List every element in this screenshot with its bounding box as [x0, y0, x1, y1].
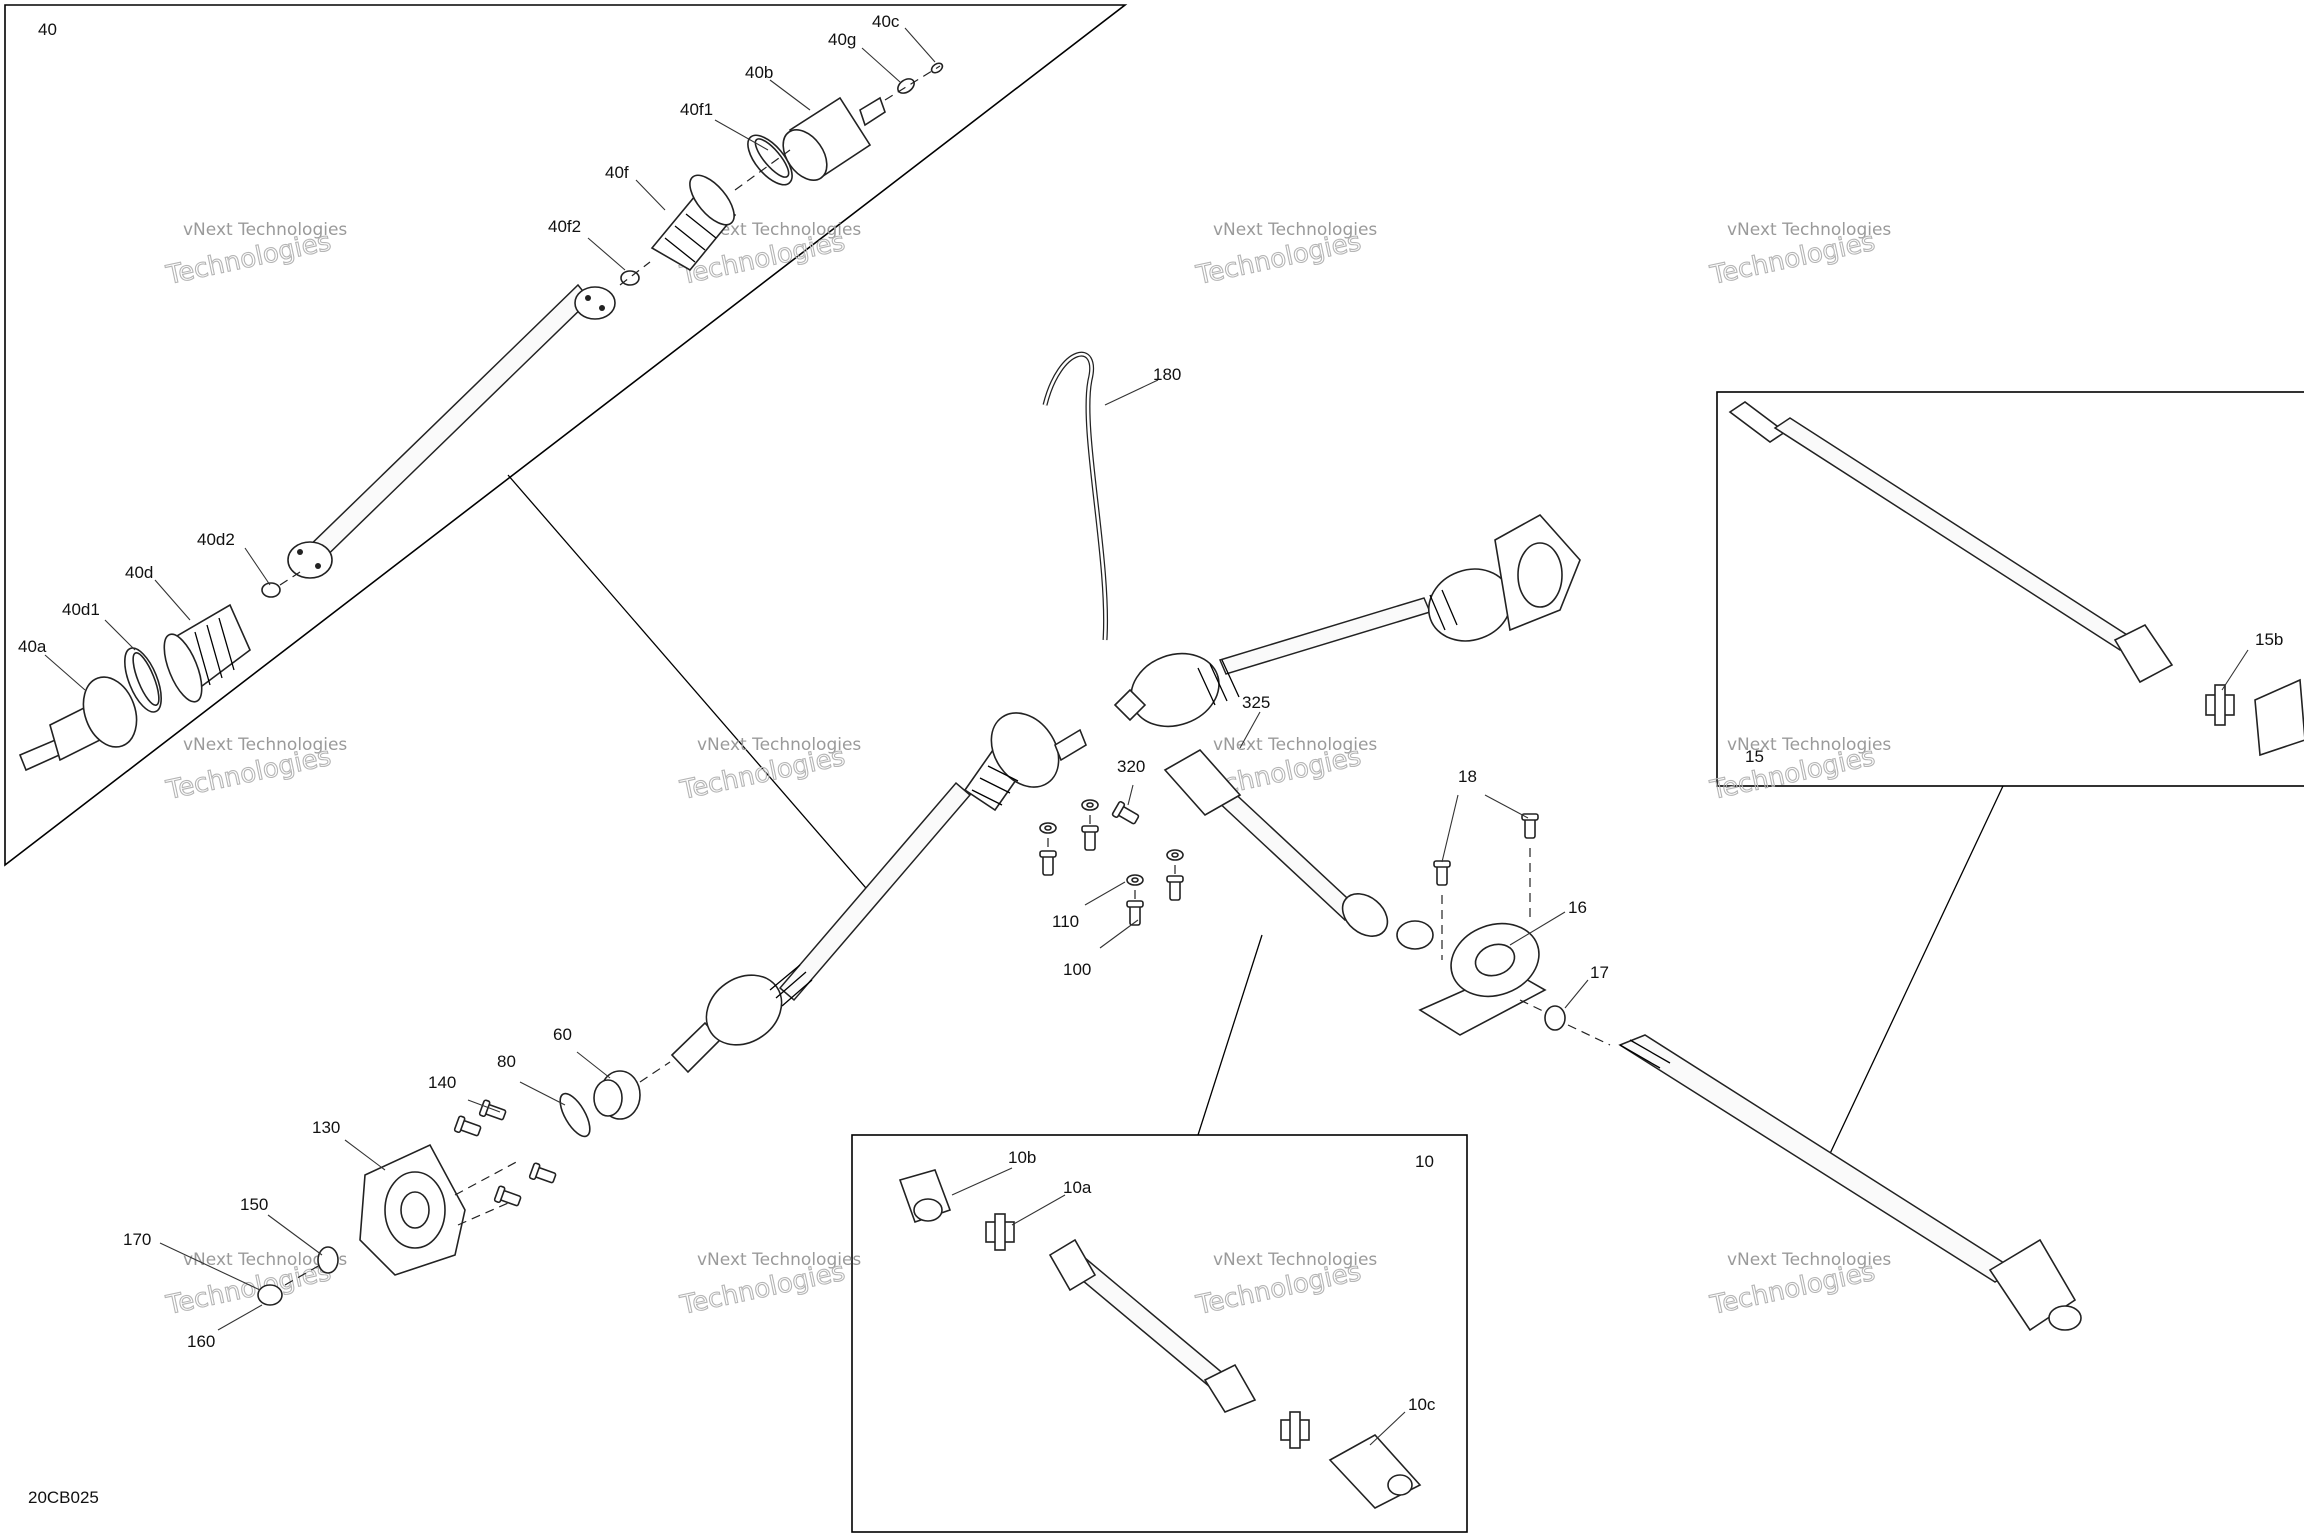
inset-40-frame — [4, 4, 1128, 867]
callout-40d: 40d — [125, 563, 153, 582]
callout-325: 325 — [1242, 693, 1270, 712]
inset-15-parts — [1728, 401, 2304, 757]
svg-text:vNext Technologies: vNext Technologies — [1213, 220, 1377, 240]
bearing-60 — [559, 1061, 671, 1138]
main-axle-left — [670, 712, 1087, 1074]
svg-text:vNext Technologies: vNext Technologies — [1727, 1250, 1891, 1270]
callout-40g: 40g — [828, 30, 856, 49]
svg-text:vNext Technologies: vNext Technologies — [1727, 735, 1891, 755]
svg-text:vNext Technologies: vNext Technologies — [183, 220, 347, 240]
callout-180: 180 — [1153, 365, 1181, 384]
propshaft-rear — [1618, 1034, 2082, 1332]
label-15: 15 — [1745, 747, 1764, 766]
callout-320: 320 — [1117, 757, 1145, 776]
figure-code: 20CB025 — [28, 1488, 99, 1507]
propshaft-front — [1163, 748, 1611, 1046]
hub-130 — [257, 1098, 558, 1306]
callout-40d2: 40d2 — [197, 530, 235, 549]
callout-15b: 15b — [2255, 630, 2283, 649]
callout-40d1: 40d1 — [62, 600, 100, 619]
callout-10a: 10a — [1063, 1178, 1092, 1197]
callout-150: 150 — [240, 1195, 268, 1214]
svg-text:vNext Technologies: vNext Technologies — [697, 220, 861, 240]
main-axle-right — [1113, 513, 1581, 728]
callout-40b: 40b — [745, 63, 773, 82]
callout-10c: 10c — [1408, 1395, 1436, 1414]
label-40: 40 — [38, 20, 57, 39]
callout-60: 60 — [553, 1025, 572, 1044]
inset-10-frame — [851, 1134, 1468, 1533]
callout-40f: 40f — [605, 163, 629, 182]
callout-80: 80 — [497, 1052, 516, 1071]
inset-10-leader — [1197, 934, 1263, 1136]
inset-10-parts — [898, 1169, 1422, 1509]
callout-40f1: 40f1 — [680, 100, 713, 119]
hardware-group — [1039, 799, 1539, 960]
label-10: 10 — [1415, 1152, 1434, 1171]
callout-17: 17 — [1590, 963, 1609, 982]
callout-40c: 40c — [872, 12, 900, 31]
inset-40-parts — [18, 62, 944, 772]
svg-text:vNext Technologies: vNext Technologies — [1213, 735, 1377, 755]
svg-text:vNext Technologies: vNext Technologies — [697, 1250, 861, 1270]
callout-16: 16 — [1568, 898, 1587, 917]
callout-18: 18 — [1458, 767, 1477, 786]
inset-15-frame — [1716, 391, 2304, 787]
svg-text:vNext Technologies: vNext Technologies — [1727, 220, 1891, 240]
svg-text:vNext Technologies: vNext Technologies — [183, 1250, 347, 1270]
callout-10b: 10b — [1008, 1148, 1036, 1167]
callout-140: 140 — [428, 1073, 456, 1092]
svg-text:vNext Technologies: vNext Technologies — [697, 735, 861, 755]
callout-110: 110 — [1052, 912, 1079, 931]
leader-lines — [44, 27, 2249, 1446]
callout-40a: 40a — [18, 637, 47, 656]
callout-labels: 40 15 10 40a 40d1 40d 40d2 40f2 40f 40f1… — [18, 12, 2283, 1507]
inset-40-leader — [507, 474, 873, 896]
callout-160: 160 — [187, 1332, 215, 1351]
callout-40f2: 40f2 — [548, 217, 581, 236]
callout-130: 130 — [312, 1118, 340, 1137]
callout-170: 170 — [123, 1230, 151, 1249]
inset-15-leader — [1826, 785, 2004, 1161]
svg-text:vNext Technologies: vNext Technologies — [1213, 1250, 1377, 1270]
svg-text:vNext Technologies: vNext Technologies — [183, 735, 347, 755]
callout-100: 100 — [1063, 960, 1091, 979]
